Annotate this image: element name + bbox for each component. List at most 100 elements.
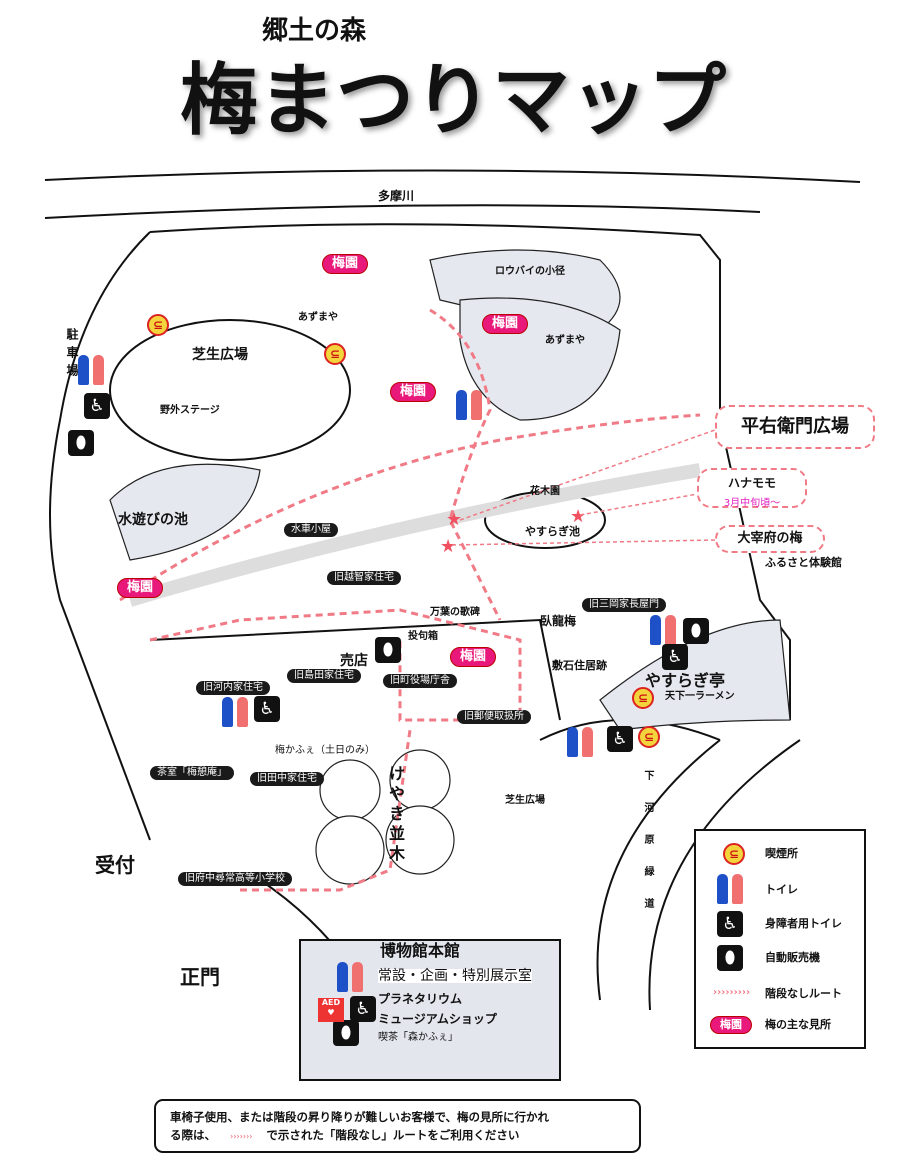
planetarium-label: プラネタリウム: [378, 992, 463, 1006]
legend-item-ume-garden: 梅園梅の主な見所: [705, 1010, 860, 1040]
accessible-toilet-icon: ♿: [717, 911, 743, 937]
river-bank-top: [44, 169, 861, 183]
toilet-icon: [78, 355, 104, 385]
furusato-hall-label: ふるさと体験館: [765, 556, 842, 569]
lawn-area: [109, 319, 351, 461]
garyubai-label: 臥龍梅: [540, 614, 577, 628]
svg-text:★: ★: [570, 506, 586, 527]
map-title: 梅まつりマップ: [180, 55, 727, 146]
yasuragitei-label: やすらぎ亭: [645, 671, 726, 690]
accessibility-notice: 車椅子使用、または階段の昇り降りが難しいお客様で、梅の見所に行かれ る際は、 ››…: [170, 1108, 549, 1145]
legend-label: 自動販売機: [765, 951, 820, 964]
smoking-icon: ⊆: [723, 843, 745, 865]
manyo-monument-label: 万葉の歌碑: [430, 607, 480, 618]
post-office-label: 旧郵便取扱所: [457, 710, 531, 724]
aed-icon: AED♥: [318, 998, 344, 1022]
notice-line-2: る際は、 ››››››› で示された「階段なし」ルートをご利用ください: [170, 1126, 549, 1145]
toilet-icon: [456, 390, 482, 420]
ochi-house-label: 旧越智家住宅: [327, 571, 401, 585]
tea-room-label: 茶室「梅憩庵」: [150, 766, 234, 780]
accessible-toilet-icon: ♿: [254, 696, 280, 722]
river-bank-bottom: [44, 204, 761, 219]
legend-item-step-free-route: ›››››››››階段なしルート: [705, 976, 860, 1010]
toilet-icon: [567, 727, 593, 757]
ume-garden-marker[interactable]: 梅園: [322, 254, 369, 275]
legend-item-toilet: トイレ: [705, 874, 860, 908]
lawn-plaza-label: 芝生広場: [192, 347, 248, 363]
tanaka-house-label: 旧田中家住宅: [250, 772, 324, 786]
ume-garden-marker[interactable]: 梅園: [482, 314, 529, 335]
notice-line-2b: で示された「階段なし」ルートをご利用ください: [266, 1128, 520, 1142]
notice-line-2a: る際は、: [170, 1128, 216, 1142]
vending-machine-icon: ⬮: [683, 618, 709, 644]
legend-frame: [694, 829, 866, 1049]
wooded-area: [109, 463, 261, 561]
reception-label: 受付: [95, 853, 135, 877]
legend: ⊆喫煙所 トイレ ♿身障者用トイレ ⬮自動販売機 ›››››››››階段なしルー…: [705, 840, 860, 1040]
shop-label: 売店: [340, 653, 368, 669]
ume-garden-marker[interactable]: 梅園: [450, 647, 497, 668]
park-boundary: [149, 223, 791, 720]
heiemon-plaza-callout: 平右衛門広場: [715, 405, 875, 449]
ume-cafe-label: 梅かふぇ（土日のみ）: [275, 745, 375, 756]
notice-line-1: 車椅子使用、または階段の昇り降りが難しいお客様で、梅の見所に行かれ: [170, 1110, 550, 1124]
legend-label: 身障者用トイレ: [765, 917, 842, 930]
smoking-icon: ⊆: [638, 726, 660, 748]
kawachi-house-label: 旧河内家住宅: [196, 681, 270, 695]
lawn-plaza-2-label: 芝生広場: [505, 795, 545, 806]
accessible-toilet-icon: ♿: [84, 393, 110, 419]
route-arrows-icon: ›››››››››: [713, 987, 751, 998]
ume-garden-icon: 梅園: [710, 1016, 752, 1035]
toilet-icon: [650, 615, 676, 645]
legend-item-smoking: ⊆喫煙所: [705, 840, 860, 874]
map-subtitle: 郷土の森: [262, 16, 367, 46]
aed-label: AED: [321, 998, 341, 1007]
ume-garden-marker[interactable]: 梅園: [117, 578, 164, 599]
museum-cafe-label: 喫茶「森かふぇ」: [378, 1032, 458, 1043]
river-label: 多摩川: [378, 189, 415, 203]
flower-garden-label: 花木園: [530, 486, 560, 497]
school-label: 旧府中尋常高等小学校: [178, 872, 292, 886]
toilet-icon: [222, 697, 248, 727]
ramen-label: 天下一ラーメン: [665, 691, 735, 702]
ume-garden-marker[interactable]: 梅園: [390, 382, 437, 403]
star-markers: ★★★: [440, 506, 586, 557]
route-arrows-icon: ›››››››: [230, 1131, 253, 1141]
legend-label: トイレ: [765, 883, 798, 896]
exhibition-rooms-label: 常設・企画・特別展示室: [378, 968, 532, 984]
outdoor-stage-label: 野外ステージ: [160, 405, 220, 416]
smoking-icon: ⊆: [632, 687, 654, 709]
haiku-box-label: 投句箱: [408, 631, 438, 642]
keyaki-avenue-label: けやき並木: [386, 765, 405, 865]
smoking-icon: ⊆: [324, 343, 346, 365]
accessible-toilet-icon: ♿: [662, 644, 688, 670]
stone-dwelling-label: 敷石住居跡: [552, 659, 607, 672]
shimada-house-label: 旧島田家住宅: [287, 669, 361, 683]
greenway-label: 下河原緑道: [642, 770, 653, 930]
accessible-toilet-icon: ♿: [350, 996, 376, 1022]
notice-frame: [154, 1099, 641, 1153]
vending-machine-icon: ⬮: [375, 637, 401, 663]
roubai-path-label: ロウバイの小径: [495, 266, 565, 277]
accessible-toilet-icon: ♿: [607, 726, 633, 752]
legend-label: 梅の主な見所: [765, 1018, 831, 1031]
toilet-icon: [717, 874, 743, 904]
hanamomo-date: 3月中旬頃～: [723, 498, 781, 509]
parking-label: 駐車場: [65, 328, 79, 382]
vending-machine-icon: ⬮: [68, 430, 94, 456]
yasuragi-pond-label: やすらぎ池: [525, 525, 580, 538]
park-boundary-west: [49, 231, 151, 841]
main-gate-label: 正門: [180, 965, 220, 989]
mioka-gate-label: 旧三岡家長屋門: [582, 598, 666, 612]
azumaya-label: あずまや: [545, 335, 585, 346]
toilet-icon: [337, 962, 363, 992]
vending-machine-icon: ⬮: [333, 1020, 359, 1046]
town-office-label: 旧町役場庁舎: [383, 674, 457, 688]
museum-title: 博物館本館: [380, 941, 461, 960]
hanamomo-label: ハナモモ: [727, 476, 776, 490]
legend-item-accessible-toilet: ♿ 身障者用トイレ: [705, 908, 860, 942]
svg-text:★: ★: [446, 509, 462, 530]
watermill-label: 水車小屋: [284, 523, 338, 537]
azumaya-label: あずまや: [298, 312, 338, 323]
hanamomo-callout: ハナモモ 3月中旬頃～: [697, 468, 807, 509]
